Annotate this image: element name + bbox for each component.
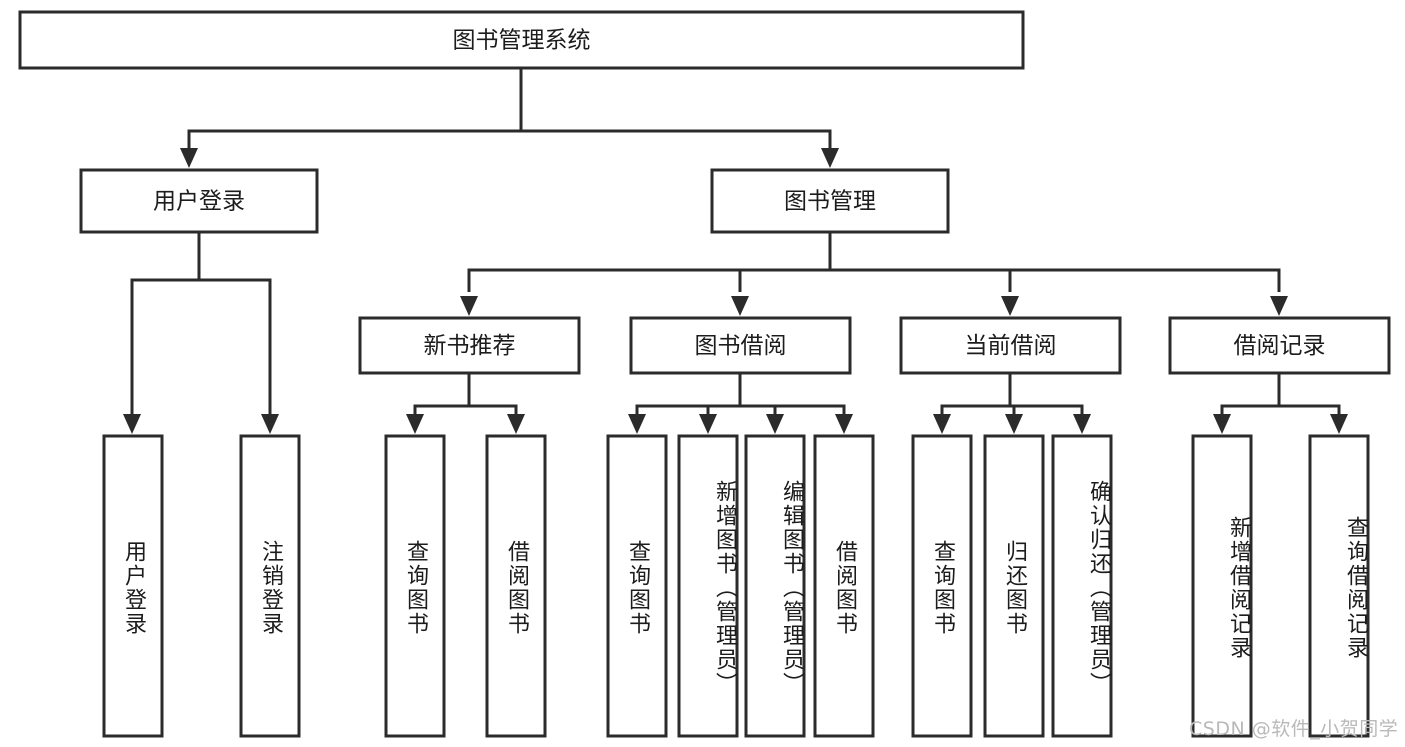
node-box-leaf-return-book[interactable] — [983, 434, 1045, 738]
node-box-leaf-query-book-current[interactable] — [911, 434, 973, 738]
node-box-root[interactable] — [18, 10, 1025, 70]
node-label-book-management: 图书管理 — [784, 189, 876, 215]
node-label-root: 图书管理系统 — [453, 28, 591, 54]
connector-line — [940, 373, 1012, 418]
connector-line — [199, 278, 272, 415]
arrow-head-icon — [460, 296, 478, 316]
node-box-leaf-logout[interactable] — [239, 434, 301, 738]
node-box-borrow-record[interactable] — [1168, 316, 1391, 375]
node-label-current-borrow: 当前借阅 — [965, 333, 1057, 359]
node-box-leaf-confirm-return-admin[interactable] — [1051, 434, 1113, 738]
node-box-leaf-add-borrow-record[interactable] — [1191, 434, 1253, 738]
node-box-leaf-query-book-recommend[interactable] — [384, 434, 446, 738]
connector-line — [738, 268, 830, 292]
node-label-user-login: 用户登录 — [153, 189, 245, 215]
arrow-head-icon — [1073, 414, 1091, 434]
arrow-head-icon — [1001, 296, 1019, 316]
arrow-head-icon — [180, 148, 198, 168]
node-box-leaf-borrow-book-recommend[interactable] — [485, 434, 547, 738]
node-label-new-book-recommend: 新书推荐 — [424, 333, 516, 359]
arrow-head-icon — [628, 414, 646, 434]
arrow-head-icon — [1330, 414, 1348, 434]
connector-line — [830, 268, 1012, 292]
node-boxes-group — [18, 10, 1391, 738]
arrow-head-icon — [1213, 414, 1231, 434]
node-box-leaf-add-book-admin[interactable] — [677, 434, 739, 738]
node-label-borrow-record: 借阅记录 — [1234, 333, 1326, 359]
node-box-leaf-query-book-borrow[interactable] — [606, 434, 668, 738]
connector-line — [467, 232, 832, 292]
arrow-head-icon — [1005, 414, 1023, 434]
connector-line — [187, 68, 523, 152]
connector-line — [830, 268, 1281, 292]
connector-line — [413, 373, 471, 418]
arrow-head-icon — [699, 414, 717, 434]
node-label-book-borrow: 图书借阅 — [695, 333, 787, 359]
node-box-book-borrow[interactable] — [629, 316, 852, 375]
node-box-new-book-recommend[interactable] — [358, 316, 581, 375]
arrow-head-icon — [123, 414, 141, 434]
arrow-heads-group — [123, 148, 1348, 434]
connector-line — [521, 129, 832, 152]
arrow-head-icon — [507, 414, 525, 434]
connector-line — [1279, 404, 1341, 418]
watermark-text: CSDN @软件_小贺同学 — [1189, 718, 1399, 740]
node-box-leaf-borrow-book[interactable] — [813, 434, 875, 738]
arrow-head-icon — [766, 414, 784, 434]
arrow-head-icon — [835, 414, 853, 434]
arrow-head-icon — [933, 414, 951, 434]
connector-line — [740, 404, 846, 418]
arrow-head-icon — [731, 296, 749, 316]
arrow-head-icon — [1270, 296, 1288, 316]
connector-line — [1220, 373, 1281, 418]
node-box-book-management[interactable] — [710, 168, 950, 234]
node-box-current-borrow[interactable] — [899, 316, 1122, 375]
connector-line — [635, 373, 742, 418]
arrow-head-icon — [261, 414, 279, 434]
arrow-head-icon — [406, 414, 424, 434]
node-box-leaf-user-login[interactable] — [102, 434, 164, 738]
node-box-leaf-edit-book-admin[interactable] — [744, 434, 806, 738]
node-box-leaf-query-borrow-record[interactable] — [1308, 434, 1370, 738]
arrow-head-icon — [821, 148, 839, 168]
connector-line — [130, 232, 201, 415]
node-box-user-login[interactable] — [79, 168, 319, 234]
